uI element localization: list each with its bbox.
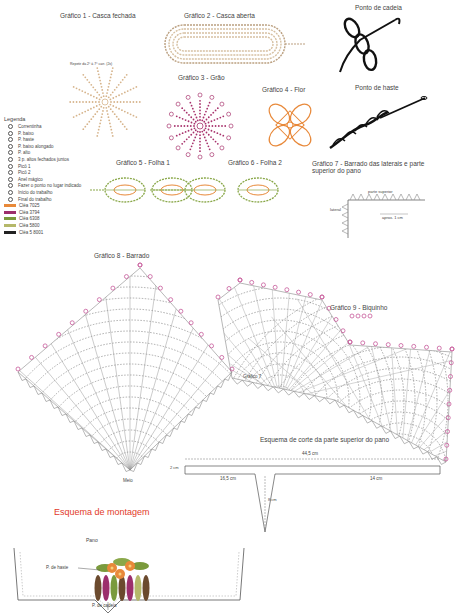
chart-title: Gráfico 5 - Folha 1 (116, 159, 170, 166)
legend-text: Cléa 5800 (19, 223, 40, 228)
legend-text: Cléa 7025 (19, 203, 40, 208)
stitch-symbol (8, 170, 13, 175)
stitch-symbol (8, 150, 13, 155)
legend-item: Cléa 3794 (4, 210, 40, 215)
legend-item: Cléa 6308 (4, 216, 40, 221)
color-swatch (4, 224, 16, 227)
legend-text: Fazer o ponto no lugar indicado (18, 183, 81, 188)
stitch-symbol (8, 131, 13, 136)
stitch-chart (238, 178, 278, 202)
stitch-symbol (8, 157, 13, 162)
legend-item: Final do trabalho (4, 197, 52, 202)
color-swatch (4, 231, 16, 234)
legend-text: P. alto (18, 150, 30, 155)
legend-item: Cléa 5800 (4, 223, 40, 228)
chart-title: Gráfico 1 - Casca fechada (60, 12, 136, 19)
chart-label: lateral (330, 208, 341, 213)
stitch-symbol (8, 177, 13, 182)
chart-label: Repetir da 2ª à 7ª carr. (2x) (70, 62, 112, 66)
legend-item: P. baixo alongado (4, 144, 53, 149)
stitch-chart (185, 178, 225, 202)
stitch-symbol (8, 144, 13, 149)
chart-label: Pano (86, 538, 98, 544)
stitch-symbol (8, 164, 13, 169)
legend-text: Cléa 3794 (19, 210, 40, 215)
stitch-illustration (340, 16, 400, 72)
legend-text: Cléa 6308 (19, 216, 40, 221)
legend-text: Picô 2 (18, 170, 31, 175)
stitch-chart (69, 67, 140, 137)
stitch-chart (265, 100, 314, 149)
chart-title: Gráfico 6 - Folha 2 (228, 159, 282, 166)
stitch-chart (165, 25, 306, 63)
legend-text: Início do trabalho (18, 190, 53, 195)
legend-text: Correntinha (18, 124, 42, 129)
chart-label: Legenda (4, 116, 25, 122)
stitch-chart (167, 93, 233, 159)
color-swatch (4, 211, 16, 214)
chart-label: Gráfico 7 (243, 374, 261, 379)
edge-chart (342, 194, 425, 238)
stitch-illustration (330, 97, 427, 149)
color-swatch (4, 204, 16, 207)
legend-item: Picô 2 (4, 170, 31, 175)
legend-item: Picô 1 (4, 164, 31, 169)
lace-chart (0, 200, 460, 615)
legend-item: Anel mágico (4, 177, 43, 182)
legend-text: 3 p. altos fechados juntos (18, 157, 69, 162)
chart-label: P. de cadeia (92, 603, 116, 608)
chart-label: parte superior (368, 190, 393, 195)
legend-item: Cléa 7025 (4, 203, 40, 208)
assembly-scheme (14, 548, 244, 613)
chart-label: aprox. 1 cm (382, 216, 403, 221)
stitch-symbol (8, 190, 13, 195)
legend-item: Início do trabalho (4, 190, 53, 195)
chart-title: Ponto de haste (355, 84, 399, 91)
color-swatch (4, 217, 16, 220)
chart-title: Esquema de montagem (54, 507, 150, 517)
chart-title: Esquema de corte da parte superior do pa… (260, 436, 389, 443)
legend-item: P. haste (4, 137, 34, 142)
chart-label: 14 cm (370, 476, 382, 481)
cutting-scheme (185, 459, 440, 532)
legend-text: P. baixo (18, 131, 34, 136)
legend-item: P. baixo (4, 131, 34, 136)
stitch-symbol (8, 197, 13, 202)
stitch-symbol (8, 183, 13, 188)
legend-text: Anel mágico (18, 177, 43, 182)
legend-item: Fazer o ponto no lugar indicado (4, 183, 81, 188)
chart-label: 16,5 cm (220, 476, 236, 481)
chart-title: Gráfico 8 - Barrado (94, 252, 149, 259)
legend-item: 3 p. altos fechados juntos (4, 157, 69, 162)
chart-label: 2 cm (170, 466, 179, 471)
legend-text: Cléa 5 8001 (19, 230, 43, 235)
chart-label: Meio (123, 478, 133, 483)
chart-label: 44,5 cm (302, 451, 318, 456)
chart-label: P. de haste (46, 565, 68, 570)
legend-text: P. haste (18, 137, 34, 142)
chart-title: Gráfico 9 - Biquinho (330, 304, 387, 311)
stitch-symbol (8, 137, 13, 142)
chart-title: Gráfico 7 - Barrado das laterais e parte… (312, 160, 437, 175)
chart-title: Gráfico 2 - Casca aberta (184, 12, 255, 19)
chart-title: Gráfico 4 - Flor (262, 86, 305, 93)
legend-item: Correntinha (4, 124, 42, 129)
legend-text: Picô 1 (18, 164, 31, 169)
stitch-chart (90, 190, 185, 191)
chart-title: Gráfico 3 - Grão (178, 74, 225, 81)
legend-text: P. baixo alongado (18, 144, 53, 149)
legend-text: Final do trabalho (18, 197, 52, 202)
stitch-chart (105, 178, 145, 202)
chart-title: Ponto de cadeia (355, 4, 402, 11)
legend-item: P. alto (4, 150, 30, 155)
stitch-symbol (8, 124, 13, 129)
chart-label: 8 cm (268, 498, 277, 503)
legend-item: Cléa 5 8001 (4, 230, 43, 235)
